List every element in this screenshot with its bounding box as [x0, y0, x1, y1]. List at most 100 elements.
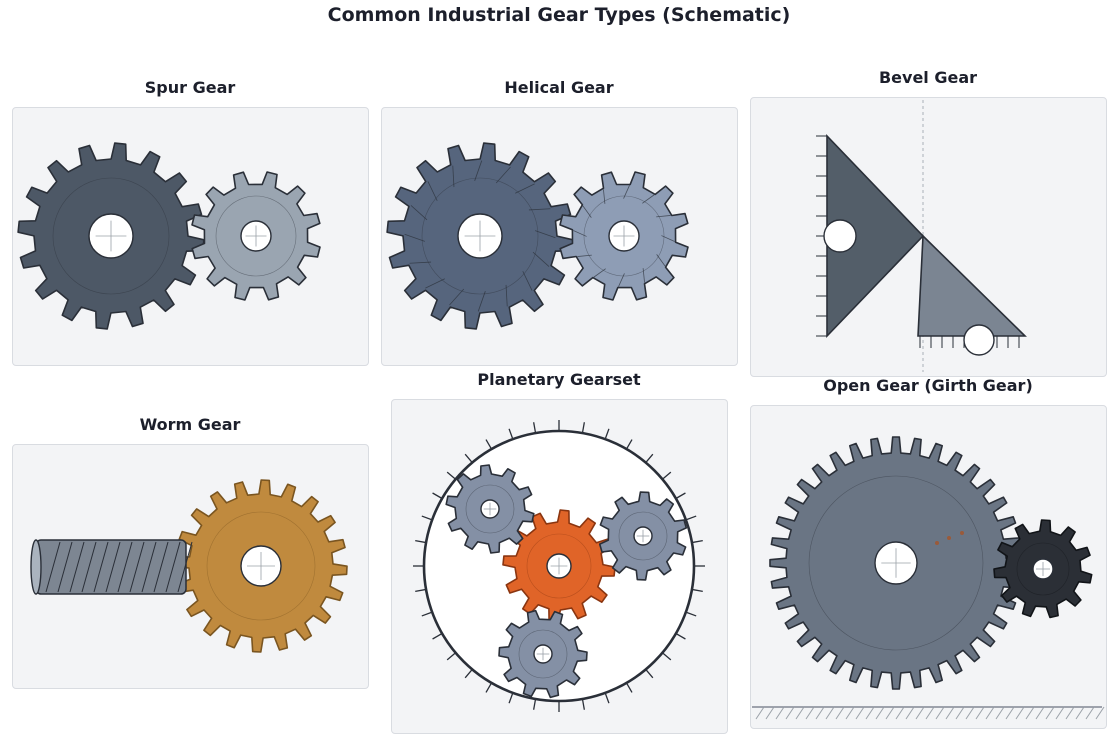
ring-gear-tooth [421, 611, 433, 617]
ring-gear-tooth [675, 632, 686, 640]
ground-hatch [975, 706, 985, 720]
ground-hatch [1035, 706, 1045, 720]
planet-gear-1 [445, 464, 535, 554]
ring-gear-tooth [415, 588, 427, 592]
helical-large-gear-helix-line [477, 291, 486, 312]
spur-small-gear [191, 171, 321, 301]
planet-gear-2 [598, 491, 688, 581]
helical-large-gear-helix-line [474, 160, 483, 181]
ring-gear-tooth [446, 471, 457, 480]
ring-gear-tooth [508, 692, 514, 704]
ground-hatch [905, 706, 915, 720]
ring-gear-tooth [581, 422, 585, 434]
planetary-gearset-title: Planetary Gearset [477, 370, 641, 389]
helical-small-gear-helix-line [623, 185, 630, 199]
helical-small-gear-helix-line [593, 268, 606, 278]
helical-large-gear-helix-line [425, 278, 445, 289]
worm-thread [105, 541, 121, 593]
ground-hatch [805, 706, 815, 720]
ring-gear-tooth [464, 453, 473, 464]
worm-thread [177, 541, 193, 593]
worm-gear-drawing [30, 479, 348, 653]
sun-gear-pitch-circle [526, 533, 592, 599]
bevel-large-bore [823, 219, 857, 253]
ring-gear-tooth [685, 515, 697, 521]
helical-small-gear-helix-line [661, 235, 675, 242]
ground-hatch [995, 706, 1005, 720]
ground-hatch [1015, 706, 1025, 720]
helical-large-gear-helix-line [452, 165, 455, 188]
helical-large-gear-helix-line [528, 208, 551, 211]
ground-hatch [835, 706, 845, 720]
helical-large-gear-helix-line [515, 183, 535, 194]
ground-hatch [985, 706, 995, 720]
helical-large-gear-helix-line [532, 251, 550, 267]
helical-large-gear-pitch-circle [421, 177, 539, 295]
open-gear-drawing [752, 436, 1105, 720]
ground-hatch [895, 706, 905, 720]
ground-hatch [1055, 706, 1065, 720]
helical-small-gear-helix-line [656, 215, 671, 218]
ground-hatch [795, 706, 805, 720]
ring-gear-tooth [415, 540, 427, 544]
bevel-small-bore [963, 324, 995, 356]
ground-hatch [1045, 706, 1055, 720]
ground-hatch [935, 706, 945, 720]
ground-hatch [955, 706, 965, 720]
helical-large-gear-helix-line [495, 166, 511, 184]
ring-gear-tooth [645, 668, 654, 679]
pinion-gear-pitch-circle [1016, 542, 1070, 596]
worm-screw [30, 539, 193, 595]
ring-gear-tooth [446, 652, 457, 661]
helical-large-gear-helix-line [404, 233, 425, 242]
ring-gear-tooth [661, 652, 672, 661]
ring-gear-tooth [625, 439, 633, 450]
ground-hatch [855, 706, 865, 720]
ground-hatch [815, 706, 825, 720]
ring-gear-tooth [604, 428, 610, 440]
ground-hatch [965, 706, 975, 720]
planet-gear-2-pitch-circle [618, 511, 668, 561]
ground-hatch [765, 706, 775, 720]
spur-large-gear [17, 142, 205, 330]
helical-small-gear-helix-line [603, 189, 606, 204]
ground-hatch [925, 706, 935, 720]
ring-gear-tooth [604, 692, 610, 704]
worm-thread [93, 541, 109, 593]
bevel-gear-drawing [816, 100, 1027, 372]
ring-gear-tooth [691, 588, 703, 592]
ring-gear-tooth [581, 698, 585, 710]
worm-thread [165, 541, 181, 593]
helical-gear-title: Helical Gear [504, 78, 614, 97]
worm-thread [153, 541, 169, 593]
helical-large-gear [386, 142, 574, 330]
ground-hatch [1095, 706, 1105, 720]
ground-hatch [885, 706, 895, 720]
ring-gear-tooth [533, 422, 537, 434]
ring-gear-tooth [508, 428, 514, 440]
worm-thread [117, 541, 133, 593]
helical-small-gear [559, 171, 689, 301]
spur-gear-drawing [17, 142, 321, 330]
spur-gear-title: Spur Gear [144, 78, 236, 97]
helical-small-gear-helix-line [656, 254, 666, 267]
planet-gear-1-pitch-circle [465, 484, 515, 534]
sun-gear [502, 509, 616, 623]
helical-small-gear-helix-line [582, 205, 592, 218]
ring-gear-tooth [432, 492, 443, 500]
ground-hatch [1005, 706, 1015, 720]
ground-hatch [915, 706, 925, 720]
ground-hatch [1085, 706, 1095, 720]
planetary-gearset-drawing [413, 420, 705, 712]
ring-gear-tooth [485, 439, 493, 450]
worm-thread [69, 541, 85, 593]
helical-small-gear-helix-line [642, 194, 655, 204]
ground-hatch [865, 706, 875, 720]
worm-thread [45, 541, 61, 593]
girth-gear [769, 436, 1023, 690]
helical-small-gear-helix-line [618, 273, 625, 287]
helical-small-gear-helix-line [642, 268, 645, 283]
rotation-dot [935, 541, 939, 545]
worm-thread [129, 541, 145, 593]
